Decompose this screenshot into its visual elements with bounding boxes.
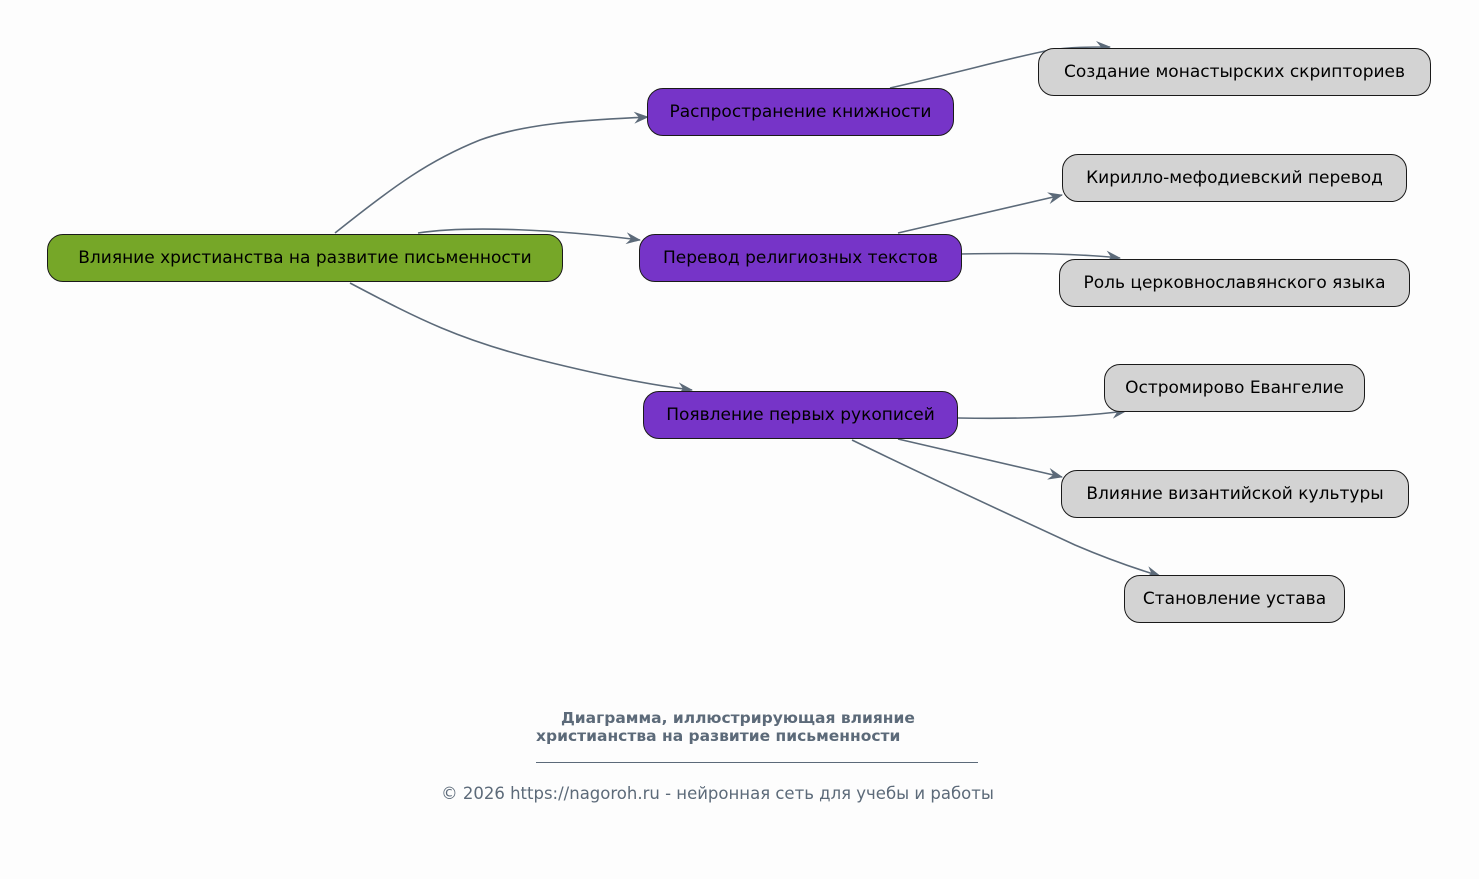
caption-line-1: Диаграмма, иллюстрирующая влияние xyxy=(561,709,915,727)
leaf-node-label: Становление устава xyxy=(1142,588,1327,609)
root-node[interactable]: Влияние христианства на развитие письмен… xyxy=(47,234,563,282)
branch-node-book-spread[interactable]: Распространение книжности xyxy=(647,88,954,136)
caption-line-2: христианства на развитие письменности xyxy=(536,727,901,745)
footer-copyright: © 2026 https://nagoroh.ru - нейронная се… xyxy=(441,784,994,803)
leaf-node-ustav[interactable]: Становление устава xyxy=(1124,575,1345,623)
leaf-node-church-slavonic[interactable]: Роль церковнославянского языка xyxy=(1059,259,1410,307)
branch-node-first-manuscripts[interactable]: Появление первых рукописей xyxy=(643,391,958,439)
leaf-node-cyrillo-methodian[interactable]: Кирилло-мефодиевский перевод xyxy=(1062,154,1407,202)
leaf-node-byzantine-influence[interactable]: Влияние византийской культуры xyxy=(1061,470,1409,518)
root-node-label: Влияние христианства на развитие письмен… xyxy=(78,247,532,268)
edge-root-manuscripts xyxy=(349,282,693,395)
branch-node-label: Перевод религиозных текстов xyxy=(663,247,938,268)
diagram-caption: Диаграмма, иллюстрирующая влияние христи… xyxy=(0,709,1479,745)
edge-root-book xyxy=(334,111,649,234)
edge-book-scriptoria xyxy=(889,41,1111,89)
edge-manuscripts-byzantine xyxy=(897,438,1063,480)
branch-node-religious-translation[interactable]: Перевод религиозных текстов xyxy=(639,234,962,282)
leaf-node-label: Создание монастырских скрипториев xyxy=(1063,61,1406,82)
leaf-node-scriptoria[interactable]: Создание монастырских скрипториев xyxy=(1038,48,1431,96)
edge-manuscripts-ustav xyxy=(851,439,1161,578)
branch-node-label: Распространение книжности xyxy=(669,101,932,122)
leaf-node-label: Кирилло-мефодиевский перевод xyxy=(1086,167,1383,188)
caption-underline xyxy=(536,762,978,763)
branch-node-label: Появление первых рукописей xyxy=(666,404,935,425)
leaf-node-ostromir-gospel[interactable]: Остромирово Евангелие xyxy=(1104,364,1365,412)
leaf-node-label: Влияние византийской культуры xyxy=(1086,483,1384,504)
edge-manuscripts-ostromir xyxy=(957,406,1127,420)
leaf-node-label: Роль церковнославянского языка xyxy=(1083,272,1386,293)
edge-root-translation xyxy=(417,228,641,245)
edge-translation-cyrillo xyxy=(897,192,1063,234)
leaf-node-label: Остромирово Евангелие xyxy=(1125,377,1344,398)
edge-translation-church xyxy=(959,250,1121,263)
